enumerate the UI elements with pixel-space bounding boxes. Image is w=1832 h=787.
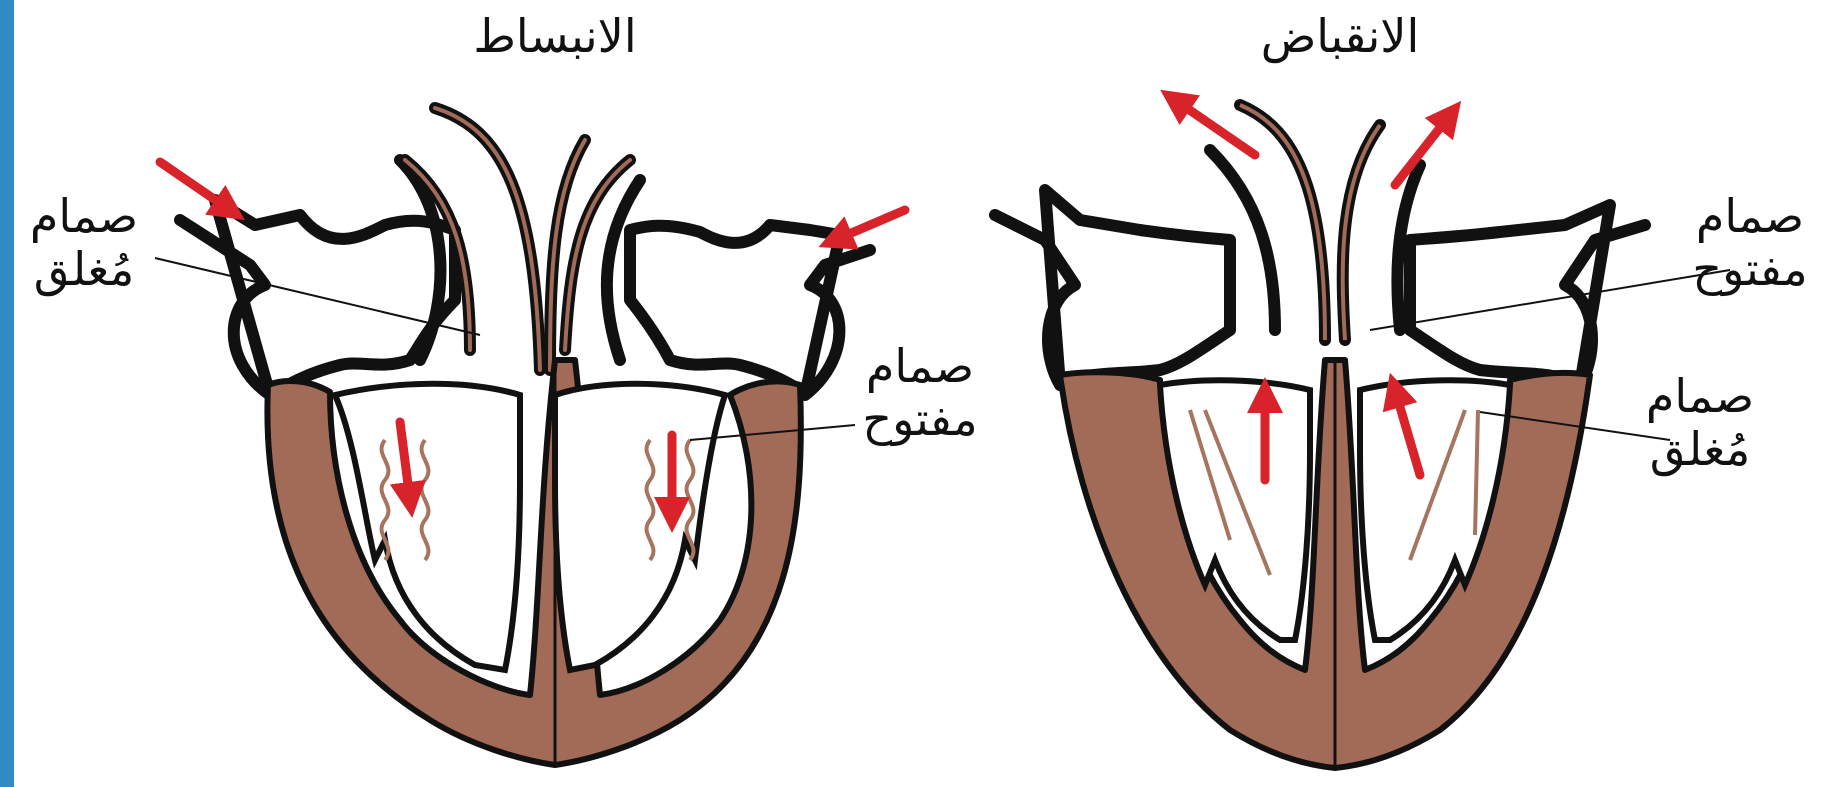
- systole-title: الانقباض: [1220, 10, 1460, 63]
- diastole-open-valve-word1: صمام: [845, 340, 995, 393]
- systole-closed-valve-label: صمام مُغلق: [1625, 370, 1775, 476]
- arrow-in-left-atrium: [160, 162, 230, 210]
- arrow-in-right-atrium: [835, 210, 905, 240]
- diastole-open-valve-label: صمام مفتوح: [845, 340, 995, 446]
- arrow-out-aorta: [1395, 115, 1450, 185]
- systole-closed-valve-word1: صمام: [1625, 370, 1775, 423]
- diastole-closed-valve-label: صمام مُغلق: [14, 190, 154, 296]
- diastole-great-vessels: [400, 108, 640, 370]
- systole-open-valve-word1: صمام: [1675, 190, 1825, 243]
- diastole-title: الانبساط: [435, 10, 675, 63]
- systole-closed-valve-word2: مُغلق: [1625, 423, 1775, 476]
- systole-heart: [995, 100, 1730, 768]
- diastole-closed-valve-word1: صمام: [14, 190, 154, 243]
- diastole-heart: [155, 108, 905, 765]
- diastole-closed-valve-word2: مُغلق: [14, 243, 154, 296]
- systole-open-valve-label: صمام مفتوح: [1675, 190, 1825, 296]
- diastole-open-valve-word2: مفتوح: [845, 393, 995, 446]
- systole-open-valve-word2: مفتوح: [1675, 243, 1825, 296]
- systole-ventricle-muscle: [1060, 360, 1590, 768]
